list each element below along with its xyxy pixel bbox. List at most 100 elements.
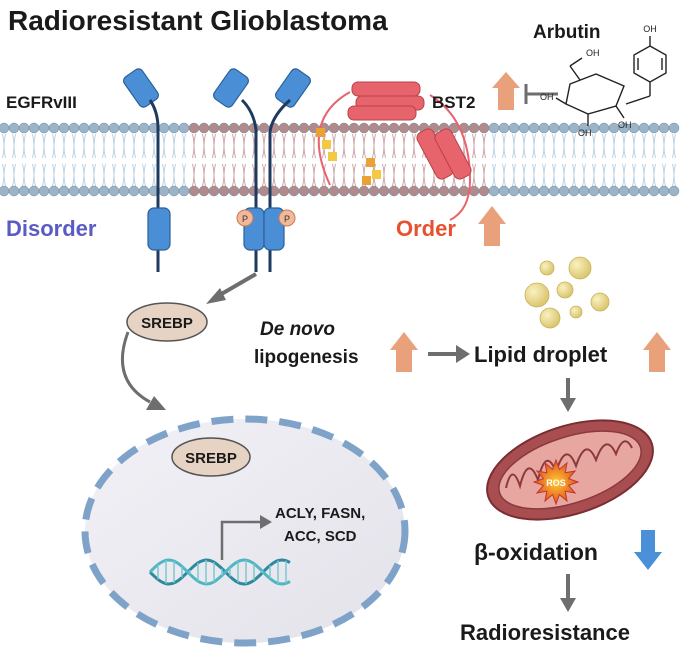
phospholipid-tail [352,163,356,187]
phospholipid-tail [222,133,226,159]
phospholipid-tail [232,133,236,159]
phospholipid-head [58,185,70,197]
phospholipid-head [78,185,90,197]
arrow-droplet-to-mitochondria [560,378,576,412]
phospholipid-tail [632,133,636,159]
phospholipid-tail [132,163,136,187]
phospholipid-head [648,185,660,197]
lipogenesis-label-line1: De novo [260,319,335,340]
phospholipid-tail [632,163,636,187]
lipogenesis-label-line2: lipogenesis [254,347,359,368]
arrow-lipogenesis-to-droplet [428,345,470,363]
phospholipid-head [98,122,110,134]
phospholipid-tail [42,163,46,187]
srebp-nucleus: SREBP [171,437,251,477]
phospholipid-head [478,185,490,197]
phospholipid-head [138,122,150,134]
phospholipid-head [608,185,620,197]
phospholipid-head [178,185,190,197]
phospholipid-tail [232,163,236,187]
phospholipid-tail [172,163,176,187]
phospholipid-head [328,122,340,134]
phospholipid-tail [212,163,216,187]
phospholipid-head [48,185,60,197]
phospholipid-tail [612,163,616,187]
phospholipid-tail [582,133,586,159]
phospholipid-tail [522,163,526,187]
phospholipid-head [388,185,400,197]
phospholipid-head [18,122,30,134]
phospholipid-tail [662,163,666,187]
phospholipid-head [518,185,530,197]
phospholipid-tail [642,163,646,187]
phospholipid-head [258,122,270,134]
phospholipid-tail [2,133,6,159]
phospholipid-tail [622,133,626,159]
phospholipid-tail [492,133,496,159]
phospholipid-head [178,122,190,134]
phospholipid-tail [362,133,366,159]
phospholipid-tail [212,133,216,159]
ros-label: ROS [546,478,566,488]
phospholipid-head [338,122,350,134]
phospholipid-head [548,122,560,134]
page-title: Radioresistant Glioblastoma [8,5,388,36]
phospholipid-head [398,122,410,134]
phospholipid-tail [482,163,486,187]
phospholipid-tail [282,133,286,159]
phospholipid-tail [512,163,516,187]
phospholipid-tail [192,163,196,187]
phospholipid-tail [412,133,416,159]
phospholipid-tail [12,163,16,187]
phospholipid-head [88,122,100,134]
phospholipid-tail [302,163,306,187]
phospholipid-head [558,185,570,197]
phospholipid-head [108,122,120,134]
phospholipid-head [158,185,170,197]
phospholipid-head [518,122,530,134]
phospholipid-head [208,185,220,197]
phospholipid-head [408,122,420,134]
phospholipid-head [158,122,170,134]
phospholipid-head [28,122,40,134]
phospholipid-tail [182,163,186,187]
bst2-protein [316,81,472,221]
phospholipid-tail [582,163,586,187]
phospholipid-tail [542,163,546,187]
phospholipid-tail [502,163,506,187]
phospholipid-head [538,122,550,134]
phospholipid-head [118,122,130,134]
phospholipid-head [38,185,50,197]
phospholipid-tail [332,163,336,187]
phospholipid-head [638,185,650,197]
phospholipid-head [198,122,210,134]
phospholipid-head [478,122,490,134]
phospholipid-head [298,122,310,134]
phospholipid-tail [382,163,386,187]
phospho-label: P [242,214,248,224]
phospholipid-tail [172,133,176,159]
phospholipid-tail [412,163,416,187]
phospholipid-head [298,185,310,197]
phospholipid-tail [292,133,296,159]
disorder-label: Disorder [6,216,97,241]
phospholipid-head [318,185,330,197]
phospholipid-tail [342,163,346,187]
phospholipid-tail [42,133,46,159]
phospholipid-tail [72,163,76,187]
egfrviii-receptor-dimer: P P [213,68,311,272]
phospholipid-tail [572,163,576,187]
phospholipid-tail [422,163,426,187]
phospholipid-tail [52,133,56,159]
phospholipid-head [138,185,150,197]
phospholipid-tail [142,133,146,159]
phospholipid-head [288,185,300,197]
arbutin-label: Arbutin [533,22,601,43]
phospholipid-tail [102,163,106,187]
radioresistance-label: Radioresistance [460,620,630,645]
phospholipid-head [188,122,200,134]
phospholipid-head [498,185,510,197]
phospholipid-head [548,185,560,197]
phospholipid-tail [262,163,266,187]
phospholipid-head [538,185,550,197]
